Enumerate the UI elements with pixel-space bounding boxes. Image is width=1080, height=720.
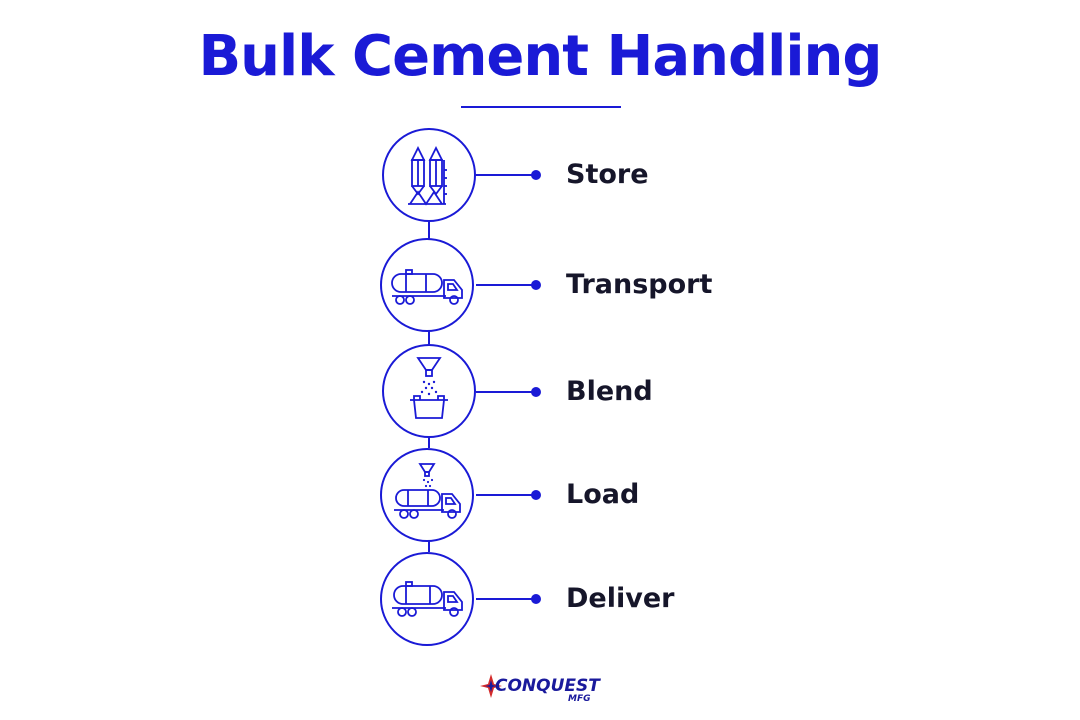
connector-line [476,598,534,600]
step-label-load: Load [566,479,640,510]
logo-wordmark: CONQUEST [495,676,600,696]
spine-segment [428,540,430,552]
connector-line [476,391,534,393]
spine-segment [428,330,430,344]
compass-star-icon [480,674,502,698]
tanker-truck-icon [380,238,474,332]
connector-dot [531,594,541,604]
connector-line [476,174,534,176]
title-underline [461,106,621,108]
step-label-blend: Blend [566,376,653,407]
step-label-transport: Transport [566,269,713,300]
connector-dot [531,387,541,397]
spine-segment [428,434,430,448]
delivery-truck-icon [380,552,474,646]
connector-dot [531,280,541,290]
connector-dot [531,490,541,500]
connector-line [476,494,534,496]
connector-dot [531,170,541,180]
step-label-deliver: Deliver [566,583,675,614]
connector-line [476,284,534,286]
hopper-blend-icon [382,344,476,438]
logo-subtext: MFG [568,694,591,704]
loading-truck-icon [380,448,474,542]
title: Bulk Cement Handling [198,24,883,89]
conquest-logo: CONQUEST MFG [480,672,610,712]
silo-icon [382,128,476,222]
spine-segment [428,222,430,240]
step-label-store: Store [566,159,649,190]
